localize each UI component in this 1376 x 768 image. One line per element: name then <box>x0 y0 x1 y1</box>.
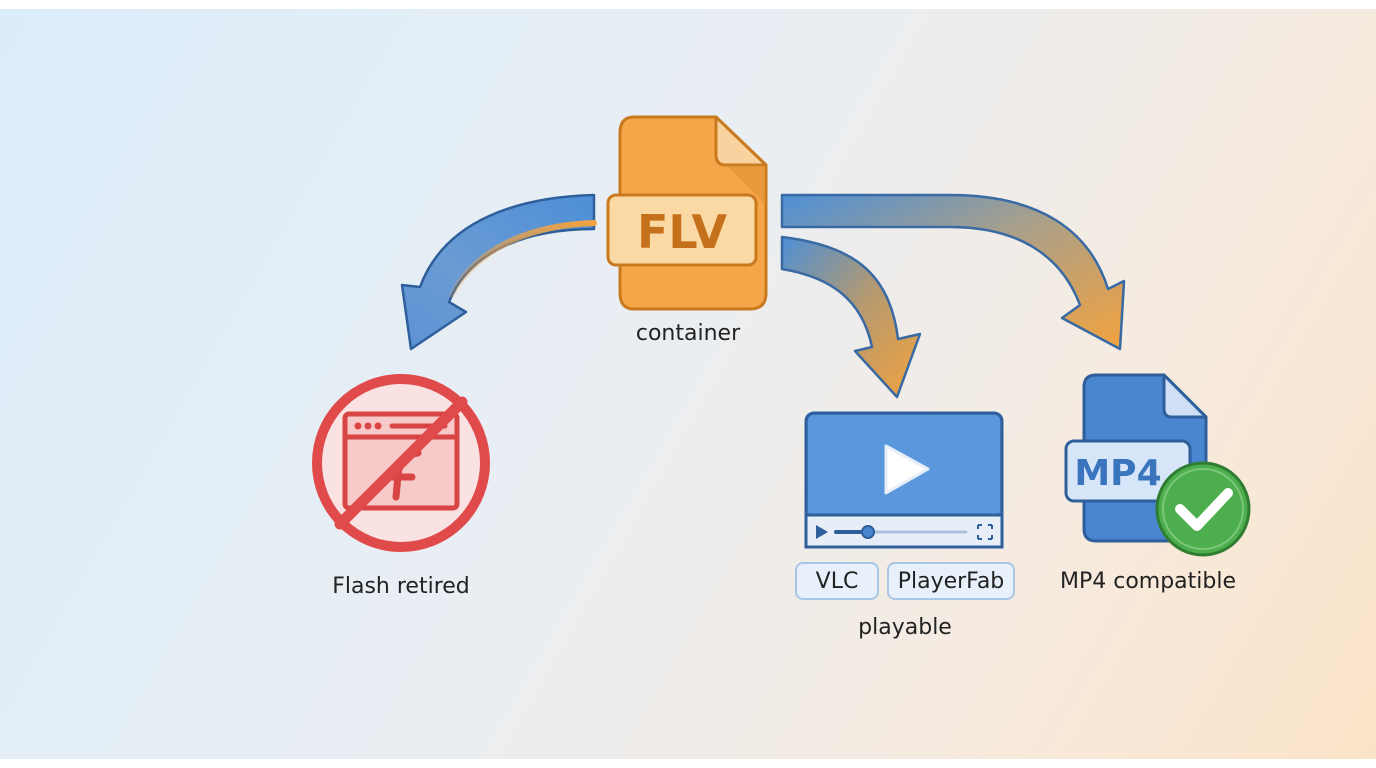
diagram-graphics: FLV <box>312 115 1251 557</box>
playable-caption: playable <box>858 615 952 640</box>
video-player-icon <box>804 411 1004 549</box>
mp4-badge-text: MP4 <box>1074 453 1161 494</box>
container-caption: container <box>635 321 741 346</box>
flash-prohibited-icon <box>312 374 490 552</box>
vlc-chip: VLC <box>795 562 879 600</box>
arrow-to-flash <box>400 193 597 351</box>
diagram-canvas: FLV <box>0 9 1376 759</box>
arrow-to-player <box>780 235 922 399</box>
fullscreen-icon <box>977 524 993 540</box>
mp4-compatible-caption: MP4 compatible <box>1059 569 1237 594</box>
flash-retired-caption: Flash retired <box>332 574 470 599</box>
playerfab-chip: PlayerFab <box>887 562 1015 600</box>
check-icon <box>1155 461 1251 557</box>
arrow-to-mp4 <box>780 193 1126 351</box>
flv-badge-text: FLV <box>637 205 727 259</box>
flv-file-icon <box>606 115 768 311</box>
player-play-icon <box>816 525 828 539</box>
